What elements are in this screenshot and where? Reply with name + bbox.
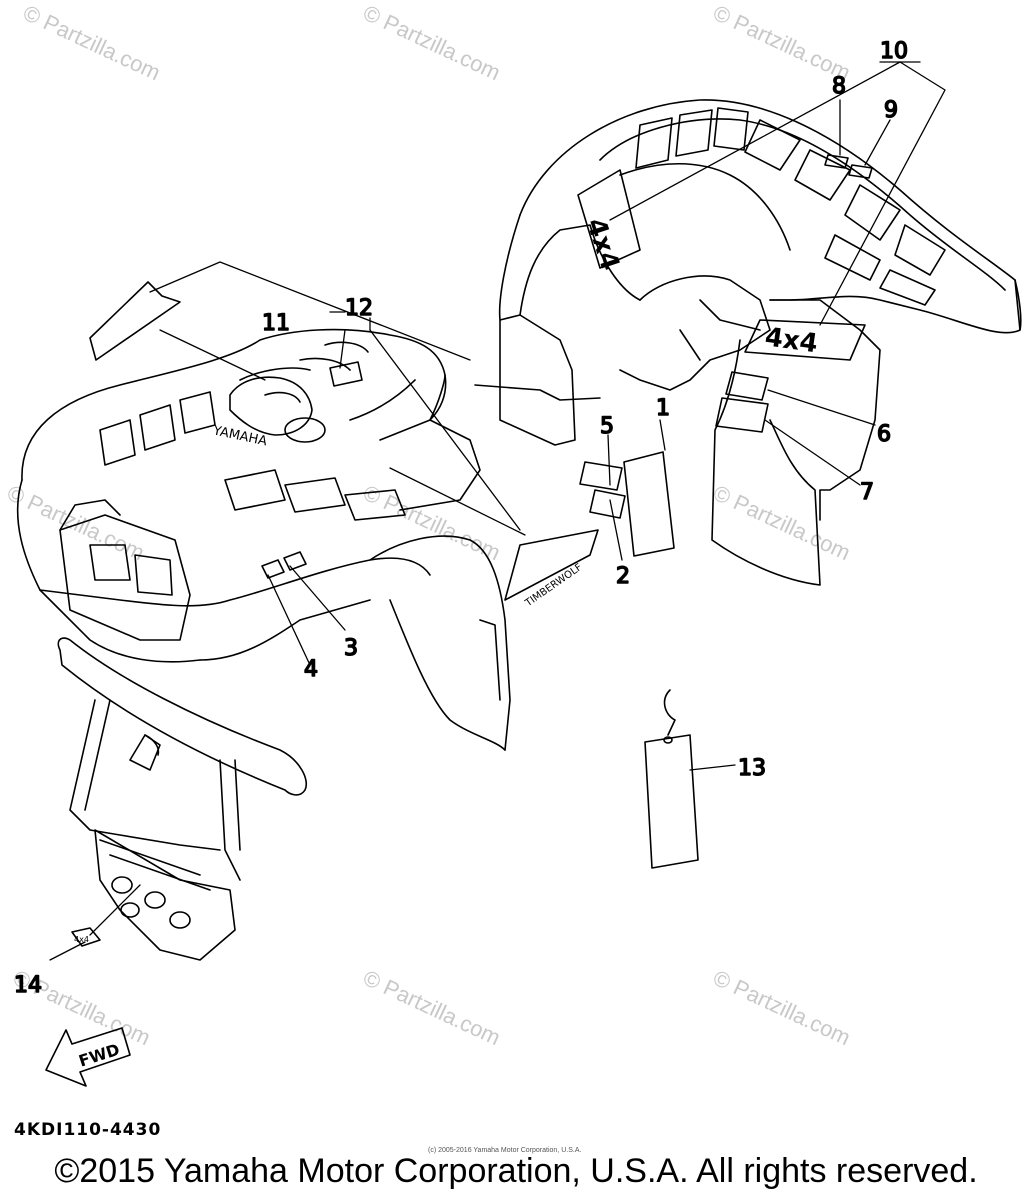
copyright-notice: ©2015 Yamaha Motor Corporation, U.S.A. A…	[54, 1152, 978, 1190]
decal-timberwolf: TIMBERWOLF	[504, 529, 599, 610]
callout-4: 4	[304, 657, 318, 682]
callout-3: 3	[344, 636, 358, 661]
front-bumper	[57, 637, 307, 961]
callout-12: 12	[345, 296, 373, 321]
decal-yamaha: YAMAHA	[211, 423, 269, 449]
callout-14: 14	[14, 973, 42, 998]
rear-fender: 4x4 4x4	[474, 99, 1022, 586]
fwd-arrow: FWD	[45, 1027, 131, 1087]
decal-4x4-left: 4x4	[580, 215, 625, 275]
callout-7: 7	[860, 480, 874, 505]
callout-6: 6	[877, 422, 891, 447]
callout-5: 5	[600, 414, 614, 439]
callout-13: 13	[738, 756, 766, 781]
callout-11: 11	[262, 311, 290, 336]
decal-4x4-small-text: 4x4	[74, 935, 89, 944]
callout-8: 8	[832, 74, 846, 99]
callout-2: 2	[616, 564, 630, 589]
callout-numbers: 1 2 3 4 5 6 7 8 9 10 11 12 13 14	[13, 38, 909, 999]
small-copyright: (c) 2005-2016 Yamaha Motor Corporation, …	[428, 1147, 582, 1154]
leader-lines	[49, 61, 946, 961]
decal-4x4-right: 4x4	[763, 322, 820, 359]
callout-1: 1	[656, 396, 670, 421]
front-fender: YAMAHA	[16, 281, 511, 751]
callout-9: 9	[884, 98, 898, 123]
diagram-reference-code: 4KDI110-4430	[14, 1120, 162, 1140]
decal-4x4-small: 4x4	[71, 927, 101, 947]
caution-tag	[644, 689, 699, 869]
callout-10: 10	[880, 39, 908, 64]
